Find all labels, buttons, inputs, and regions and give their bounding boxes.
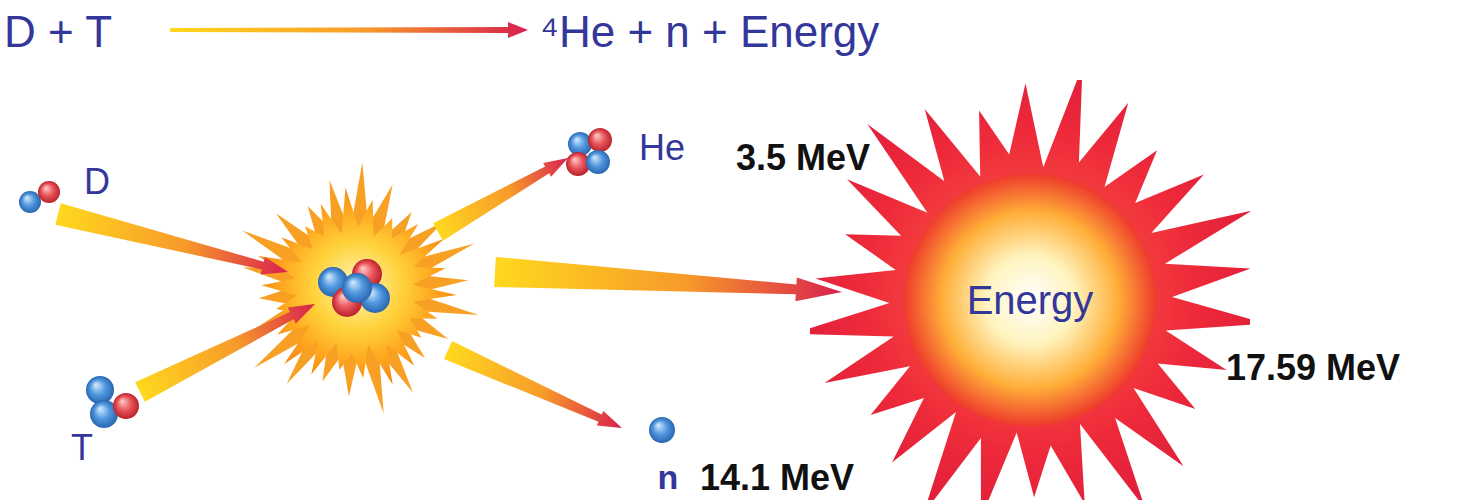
triton: [86, 376, 139, 428]
deuteron-label-node: D: [81, 160, 113, 204]
node-text: D: [84, 162, 110, 202]
energy-value: 14.1 MeV: [700, 458, 854, 498]
deuteron: [19, 181, 60, 213]
neutron-arrow: [444, 341, 622, 428]
helium-arrow: [433, 158, 568, 241]
neutron-label-node: n: [655, 457, 682, 498]
node-text: n: [658, 459, 679, 496]
energy-value: 3.5 MeV: [736, 138, 870, 178]
energy-spikes: [810, 80, 1250, 500]
tritium-arrow: [135, 304, 315, 402]
node-text: Energy: [967, 278, 1094, 322]
neutron-sphere: [19, 191, 41, 213]
fused-nucleus: [318, 259, 390, 317]
proton-sphere: [38, 181, 60, 203]
proton-sphere: [588, 128, 612, 152]
neutron-sphere: [342, 273, 372, 303]
energy-core: [904, 174, 1156, 426]
node-text: He: [639, 128, 685, 168]
equation-right: ⁴He + n + Energy: [540, 8, 879, 56]
energy-value: 17.59 MeV: [1226, 348, 1400, 388]
node-text: T: [71, 428, 93, 468]
fusion-burst-core: [258, 187, 457, 385]
reaction-arrow: [170, 22, 528, 38]
neutron: [649, 417, 675, 443]
energy-burst: Energy: [810, 80, 1250, 500]
helium-nucleus: [566, 128, 612, 176]
neutron-sphere: [649, 417, 675, 443]
fusion-burst: [242, 163, 478, 414]
neutron-sphere: [586, 150, 610, 174]
equation-left: D + T: [4, 8, 112, 56]
neutron-sphere: [86, 376, 114, 404]
helium-label-node: He: [636, 126, 688, 170]
triton-label-node: T: [68, 426, 96, 470]
deuterium-arrow: [55, 203, 288, 274]
proton-sphere: [113, 393, 139, 419]
energy-arrow: [494, 257, 842, 301]
